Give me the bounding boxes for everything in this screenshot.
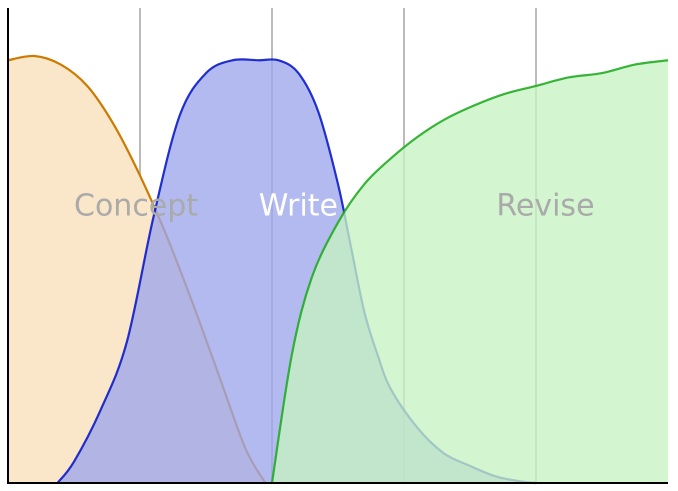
line-revise <box>270 59 669 484</box>
phase-labels: Concept Write Revise <box>74 188 595 223</box>
area-write <box>57 59 536 484</box>
area-revise <box>272 60 668 484</box>
label-revise: Revise <box>496 188 594 223</box>
label-concept: Concept <box>74 188 198 223</box>
label-write: Write <box>259 188 338 223</box>
series-layer <box>7 54 669 485</box>
